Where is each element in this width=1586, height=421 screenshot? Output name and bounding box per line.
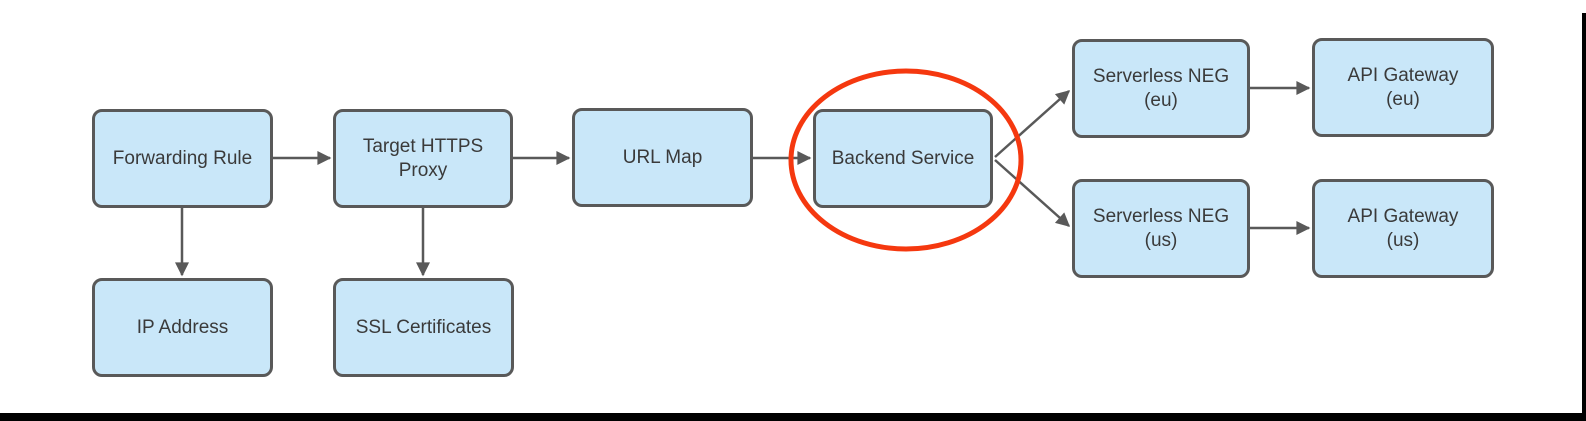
- node-serverless-neg-us: Serverless NEG (us): [1072, 179, 1250, 278]
- highlight-ellipse: [788, 68, 1024, 252]
- node-ip-address: IP Address: [92, 278, 273, 377]
- bottom-frame-bar: [0, 413, 1586, 421]
- node-ssl-certificates: SSL Certificates: [333, 278, 514, 377]
- node-api-gateway-us: API Gateway (us): [1312, 179, 1494, 278]
- node-backend-service: Backend Service: [813, 109, 993, 208]
- node-url-map: URL Map: [572, 108, 753, 207]
- node-target-https-proxy: Target HTTPS Proxy: [333, 109, 513, 208]
- node-forwarding-rule: Forwarding Rule: [92, 109, 273, 208]
- right-frame-bar: [1582, 13, 1586, 421]
- node-serverless-neg-eu: Serverless NEG (eu): [1072, 39, 1250, 138]
- edge-backend-service-to-serverless-neg-eu: [994, 90, 1071, 158]
- node-api-gateway-eu: API Gateway (eu): [1312, 38, 1494, 137]
- edge-backend-service-to-serverless-neg-us: [994, 159, 1071, 227]
